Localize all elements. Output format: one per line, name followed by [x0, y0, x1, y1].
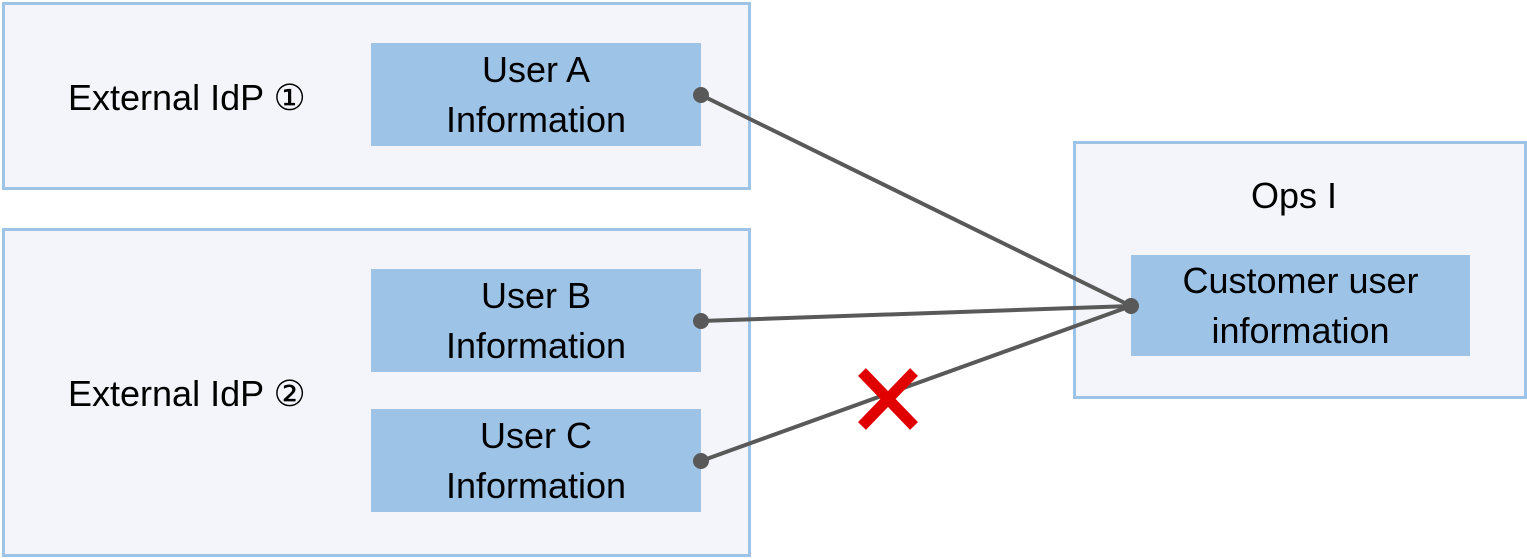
- user-a-title: User A: [481, 48, 591, 90]
- user-b-info-box: User B Information: [371, 269, 701, 372]
- external-idp-2-label: External IdP ②: [68, 373, 306, 414]
- ops-title: Ops I: [1251, 175, 1338, 216]
- user-c-title: User C: [479, 414, 592, 456]
- customer-info-title: Customer user: [1182, 259, 1419, 301]
- external-idp-1-label: External IdP ①: [68, 77, 306, 118]
- user-b-title: User B: [480, 274, 592, 316]
- connector-user-a: [699, 93, 1133, 308]
- user-b-subtitle: Information: [445, 324, 627, 366]
- connector-endpoint-user-a: [693, 87, 709, 103]
- user-c-info-box: User C Information: [371, 409, 701, 512]
- user-a-subtitle: Information: [445, 98, 627, 140]
- connector-user-c: [699, 304, 1133, 463]
- connector-endpoint-user-c: [693, 453, 709, 469]
- connector-user-b: [699, 304, 1133, 323]
- customer-info-box: Customer user information: [1131, 255, 1470, 356]
- connector-endpoint-user-b: [693, 313, 709, 329]
- user-c-subtitle: Information: [445, 464, 627, 506]
- blocked-x-icon: [858, 368, 918, 430]
- customer-info-subtitle: information: [1211, 309, 1390, 351]
- user-a-info-box: User A Information: [371, 43, 701, 146]
- connector-endpoint-customer: [1123, 298, 1139, 314]
